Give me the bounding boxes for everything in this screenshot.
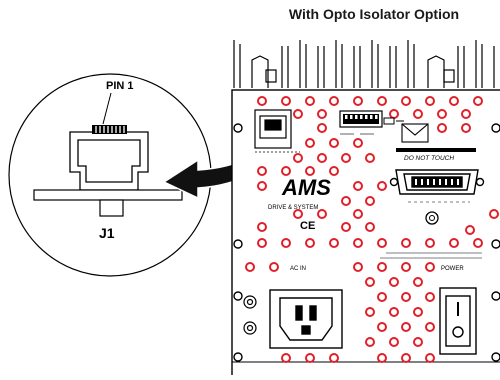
connector-tab bbox=[99, 199, 124, 217]
mounting-holes bbox=[233, 123, 500, 362]
ce-mark: CE bbox=[300, 220, 315, 232]
fine-print bbox=[380, 252, 482, 259]
power-switch bbox=[439, 287, 477, 355]
power-label: POWER bbox=[441, 266, 464, 272]
db-connector bbox=[389, 169, 485, 195]
pin-label: PIN 1 bbox=[106, 80, 134, 92]
pcb-edge bbox=[33, 189, 183, 201]
ac-power-inlet bbox=[269, 289, 343, 349]
figure-title: With Opto Isolator Option bbox=[288, 6, 460, 22]
brand-logo: AMS bbox=[281, 175, 331, 200]
warning-label: DO NOT TOUCH bbox=[404, 155, 454, 162]
connector-label: J1 bbox=[99, 225, 115, 241]
fuse-holders bbox=[243, 295, 257, 335]
rj-connector-board bbox=[254, 109, 292, 149]
envelope-icon bbox=[401, 123, 429, 143]
vent-holes bbox=[245, 96, 499, 363]
pin-leader bbox=[102, 92, 112, 125]
dip-switch bbox=[339, 110, 404, 135]
ac-label: AC IN bbox=[290, 266, 306, 272]
brand-subtitle: DRIVE & SYSTEM bbox=[268, 205, 318, 211]
connector-pins bbox=[92, 125, 127, 134]
warning-strip bbox=[396, 148, 476, 152]
heatsink bbox=[233, 40, 495, 88]
